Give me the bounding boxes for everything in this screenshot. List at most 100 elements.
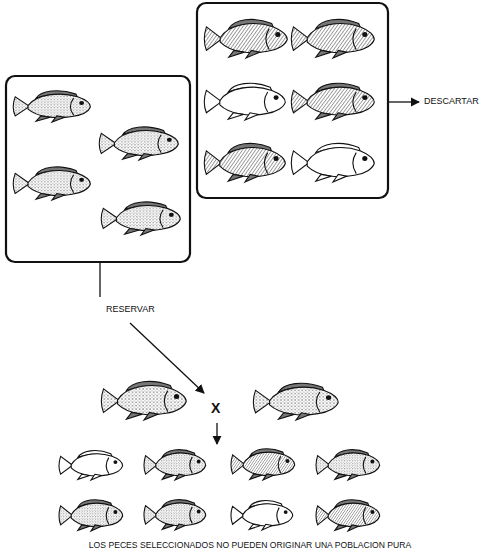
fish-outline <box>114 131 178 156</box>
fish-outline <box>353 92 356 112</box>
fish-figure <box>59 451 123 480</box>
cross-arrow <box>216 423 217 444</box>
fish-eye <box>174 394 179 399</box>
fish-outline <box>333 113 347 120</box>
annotation-label: RESERVAR <box>106 304 155 314</box>
fish-outline <box>292 27 309 51</box>
fish-outline <box>335 525 347 530</box>
fish-outline <box>71 503 122 527</box>
fish-outline <box>156 453 206 476</box>
fish-outline <box>190 507 192 524</box>
fish-outline <box>91 474 102 480</box>
fish-outline <box>316 50 331 57</box>
fish-outline <box>160 210 163 228</box>
fish-figure <box>316 500 380 531</box>
fish-outline <box>106 507 108 524</box>
fish-eye <box>275 32 280 37</box>
caption: LOS PECES SELECCIONADOS NO PUEDEN ORIGIN… <box>0 540 500 550</box>
annotation-label: DESCARTAR <box>424 96 479 106</box>
fish-outline <box>292 151 309 175</box>
fish-outline <box>106 458 108 474</box>
fish-figure <box>231 501 293 530</box>
fish-eye <box>362 32 367 37</box>
fish-outline <box>139 154 152 160</box>
fish-outline <box>363 457 365 474</box>
fish-outline <box>228 174 243 181</box>
fish-outline <box>71 454 122 476</box>
fish-outline <box>333 174 347 182</box>
fish-outline <box>265 92 268 112</box>
fish-outline <box>101 208 118 228</box>
fish-outline <box>254 390 272 412</box>
fish-figure <box>99 127 178 160</box>
fish-outline <box>316 392 319 412</box>
fish-outline <box>333 50 347 58</box>
fish-figure <box>13 91 90 122</box>
fish-figure <box>292 19 375 58</box>
fish-outline <box>328 503 379 527</box>
fish-outline <box>190 457 192 474</box>
fish-outline <box>307 148 374 177</box>
fish-outline <box>175 474 185 480</box>
fish-outline <box>52 194 65 200</box>
annotation-label: X <box>211 400 220 416</box>
fish-outline <box>353 153 356 174</box>
fish-eye <box>362 95 367 100</box>
fish-figure <box>144 500 206 530</box>
fish-outline <box>243 452 294 476</box>
fish-outline <box>125 229 140 235</box>
fish-figure <box>102 381 187 420</box>
fish-outline <box>363 507 365 524</box>
fish-figure <box>316 450 380 480</box>
fish-outline <box>28 171 90 196</box>
fish-outline <box>175 524 185 530</box>
fish-outline <box>307 87 374 115</box>
fish-eye <box>169 213 174 217</box>
fish-outline <box>36 194 50 200</box>
fish-outline <box>13 173 29 193</box>
fish-outline <box>13 97 29 116</box>
fish-outline <box>220 24 287 53</box>
fish-outline <box>228 113 243 119</box>
fish-figure <box>204 83 285 120</box>
fish-eye <box>370 460 374 464</box>
fish-outline <box>78 474 90 479</box>
fish-outline <box>335 474 347 479</box>
fish-outline <box>141 229 154 235</box>
fish-eye <box>285 459 289 463</box>
fish-outline <box>250 474 262 479</box>
fish-outline <box>278 456 280 473</box>
fish-figure <box>231 449 295 480</box>
fish-outline <box>144 412 158 420</box>
fish-outline <box>231 455 244 474</box>
fish-outline <box>348 525 359 531</box>
fish-figure <box>144 450 206 480</box>
fish-outline <box>278 413 294 419</box>
fish-outline <box>220 87 286 115</box>
fish-outline <box>245 174 258 182</box>
fish-outline <box>249 524 261 529</box>
fish-outline <box>205 27 222 51</box>
fish-outline <box>91 525 102 531</box>
fish-outline <box>118 386 187 415</box>
fish-outline <box>71 175 74 193</box>
fish-eye <box>167 138 172 142</box>
fish-outline <box>243 504 293 526</box>
fish-outline <box>59 506 72 525</box>
fish-eye <box>274 95 279 100</box>
fish-outline <box>246 50 260 58</box>
fish-figure <box>205 19 288 58</box>
fish-outline <box>126 412 142 419</box>
fish-outline <box>316 174 331 181</box>
fish-outline <box>59 456 72 474</box>
reserve-line <box>99 263 100 297</box>
fish-outline <box>307 24 374 53</box>
fish-figure <box>292 143 375 182</box>
fish-outline <box>162 474 174 479</box>
fish-outline <box>71 98 74 115</box>
fish-outline <box>28 94 90 118</box>
fish-eye <box>79 101 84 105</box>
fish-eye <box>79 178 84 182</box>
fish-outline <box>52 116 65 122</box>
fish-eye <box>197 460 201 464</box>
